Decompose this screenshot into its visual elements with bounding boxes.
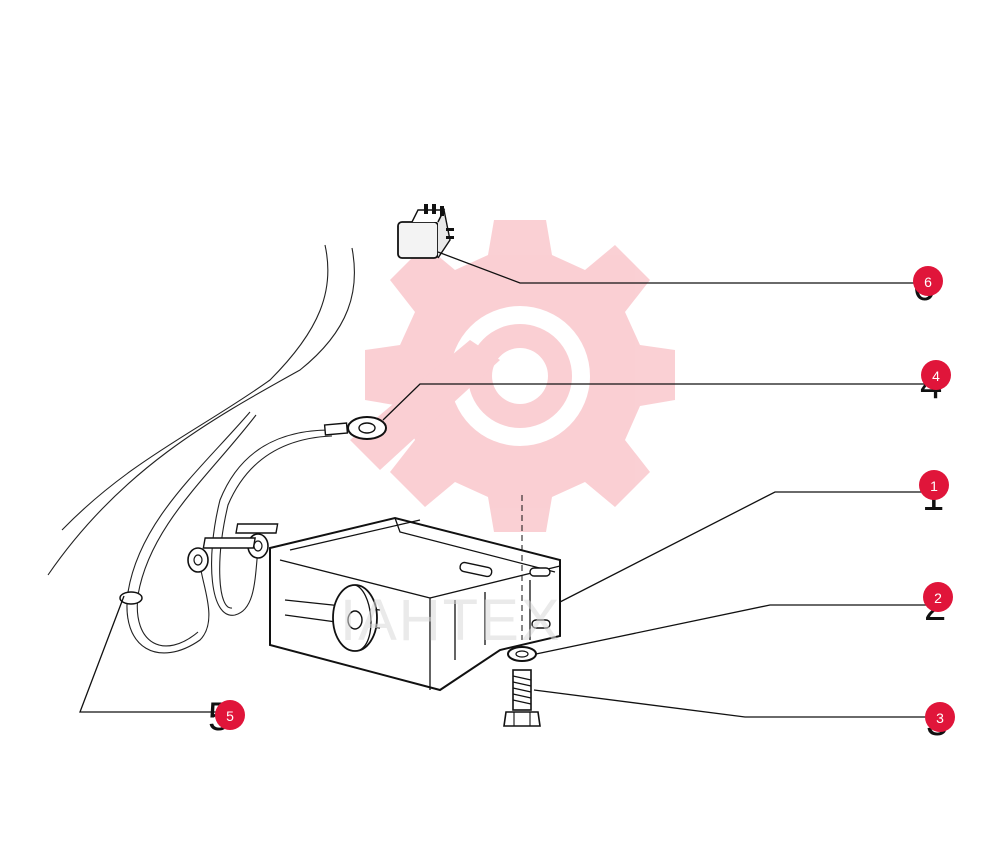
ring-terminal-part (323, 416, 387, 440)
harness-wire-c (211, 429, 331, 616)
cable-outer (47, 247, 355, 576)
callout-marker-3[interactable]: 3 (925, 702, 955, 732)
leader-5 (79, 595, 230, 713)
harness-terminal-left (187, 547, 209, 573)
callout-label: 2 (934, 590, 942, 606)
leader-2 (535, 604, 938, 655)
callout-marker-5[interactable]: 5 (215, 700, 245, 730)
buzzer-housing-part (202, 516, 561, 692)
callout-label: 4 (932, 368, 940, 384)
harness-wire-a (126, 411, 251, 654)
cable-inner (61, 244, 329, 531)
callout-label: 1 (930, 478, 938, 494)
callout-marker-6[interactable]: 6 (913, 266, 943, 296)
watermark-gear (365, 220, 675, 532)
bolt-part (503, 669, 541, 727)
callout-label: 5 (226, 708, 234, 724)
callout-marker-2[interactable]: 2 (923, 582, 953, 612)
relay-part (397, 204, 454, 259)
watermark-text: IAHTEX (340, 588, 562, 653)
leader-4 (382, 383, 936, 421)
harness-wire-b (136, 414, 257, 647)
callout-label: 3 (936, 710, 944, 726)
leader-3 (533, 689, 940, 718)
callout-label: 6 (924, 274, 932, 290)
leader-1 (559, 491, 934, 603)
harness-wire-d (219, 435, 333, 609)
callout-marker-1[interactable]: 1 (919, 470, 949, 500)
leader-6 (437, 251, 928, 284)
harness-grommet (119, 591, 143, 605)
watermark-logo (350, 220, 675, 532)
callout-marker-4[interactable]: 4 (921, 360, 951, 390)
